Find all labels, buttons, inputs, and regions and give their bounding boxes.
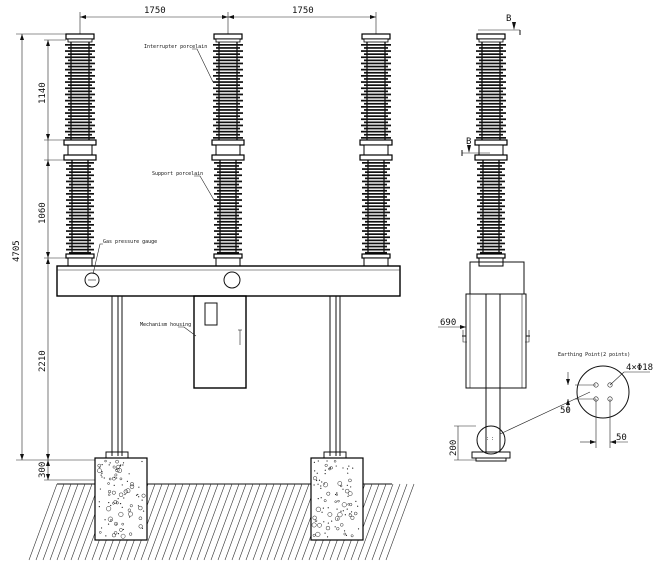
dim-spacing-left-text: 1750 [144,6,166,16]
pole-group [63,33,508,267]
pole-right [359,33,393,267]
leader-labels: Interrupter porcelain Support porcelain … [92,44,215,337]
dim-support-text: 1060 [38,202,48,224]
svg-text::: : [491,436,494,442]
label-interrupter: Interrupter porcelain [144,44,207,50]
dim-total-text: 4705 [12,240,22,262]
dim-pole-spacing: 1750 1750 [79,6,377,35]
foundation-blocks [94,457,364,541]
dim-foundation-text: 300 [38,462,48,478]
label-earthing: Earthing Point(2 points) [558,352,630,358]
beam-flange-symbol [223,271,241,289]
dim-side-width-text: 690 [440,318,456,328]
label-gas-gauge: Gas pressure gauge [103,239,157,245]
dim-interrupter-text: 1140 [38,82,48,104]
support-legs [105,296,347,459]
mechanism-housing [193,295,247,389]
section-mark-top: B [506,14,511,24]
dim-earthing-h-text: 50 [616,433,627,443]
cross-beam [56,265,401,297]
dim-earthing-v-text: 50 [560,406,571,416]
dim-frame-text: 2210 [38,350,48,372]
label-mechanism: Mechanism housing [140,322,191,328]
pole-side [474,33,508,267]
gas-gauge-symbol [84,272,100,288]
label-holes: 4×Φ18 [626,363,653,373]
svg-text::: : [486,436,489,442]
label-support: Support porcelain [152,171,203,177]
earthing-detail: Earthing Point(2 points) 50 50 4×Φ18 [499,352,653,448]
side-view: B B : : 690 200 [438,14,530,462]
dim-vertical-left: 4705 1140 1060 2210 300 [12,33,100,481]
dim-base-text: 200 [449,440,459,456]
dim-spacing-right-text: 1750 [292,6,314,16]
pole-left [63,33,97,267]
section-mark-mid: B [466,137,471,147]
pole-center [211,33,245,267]
